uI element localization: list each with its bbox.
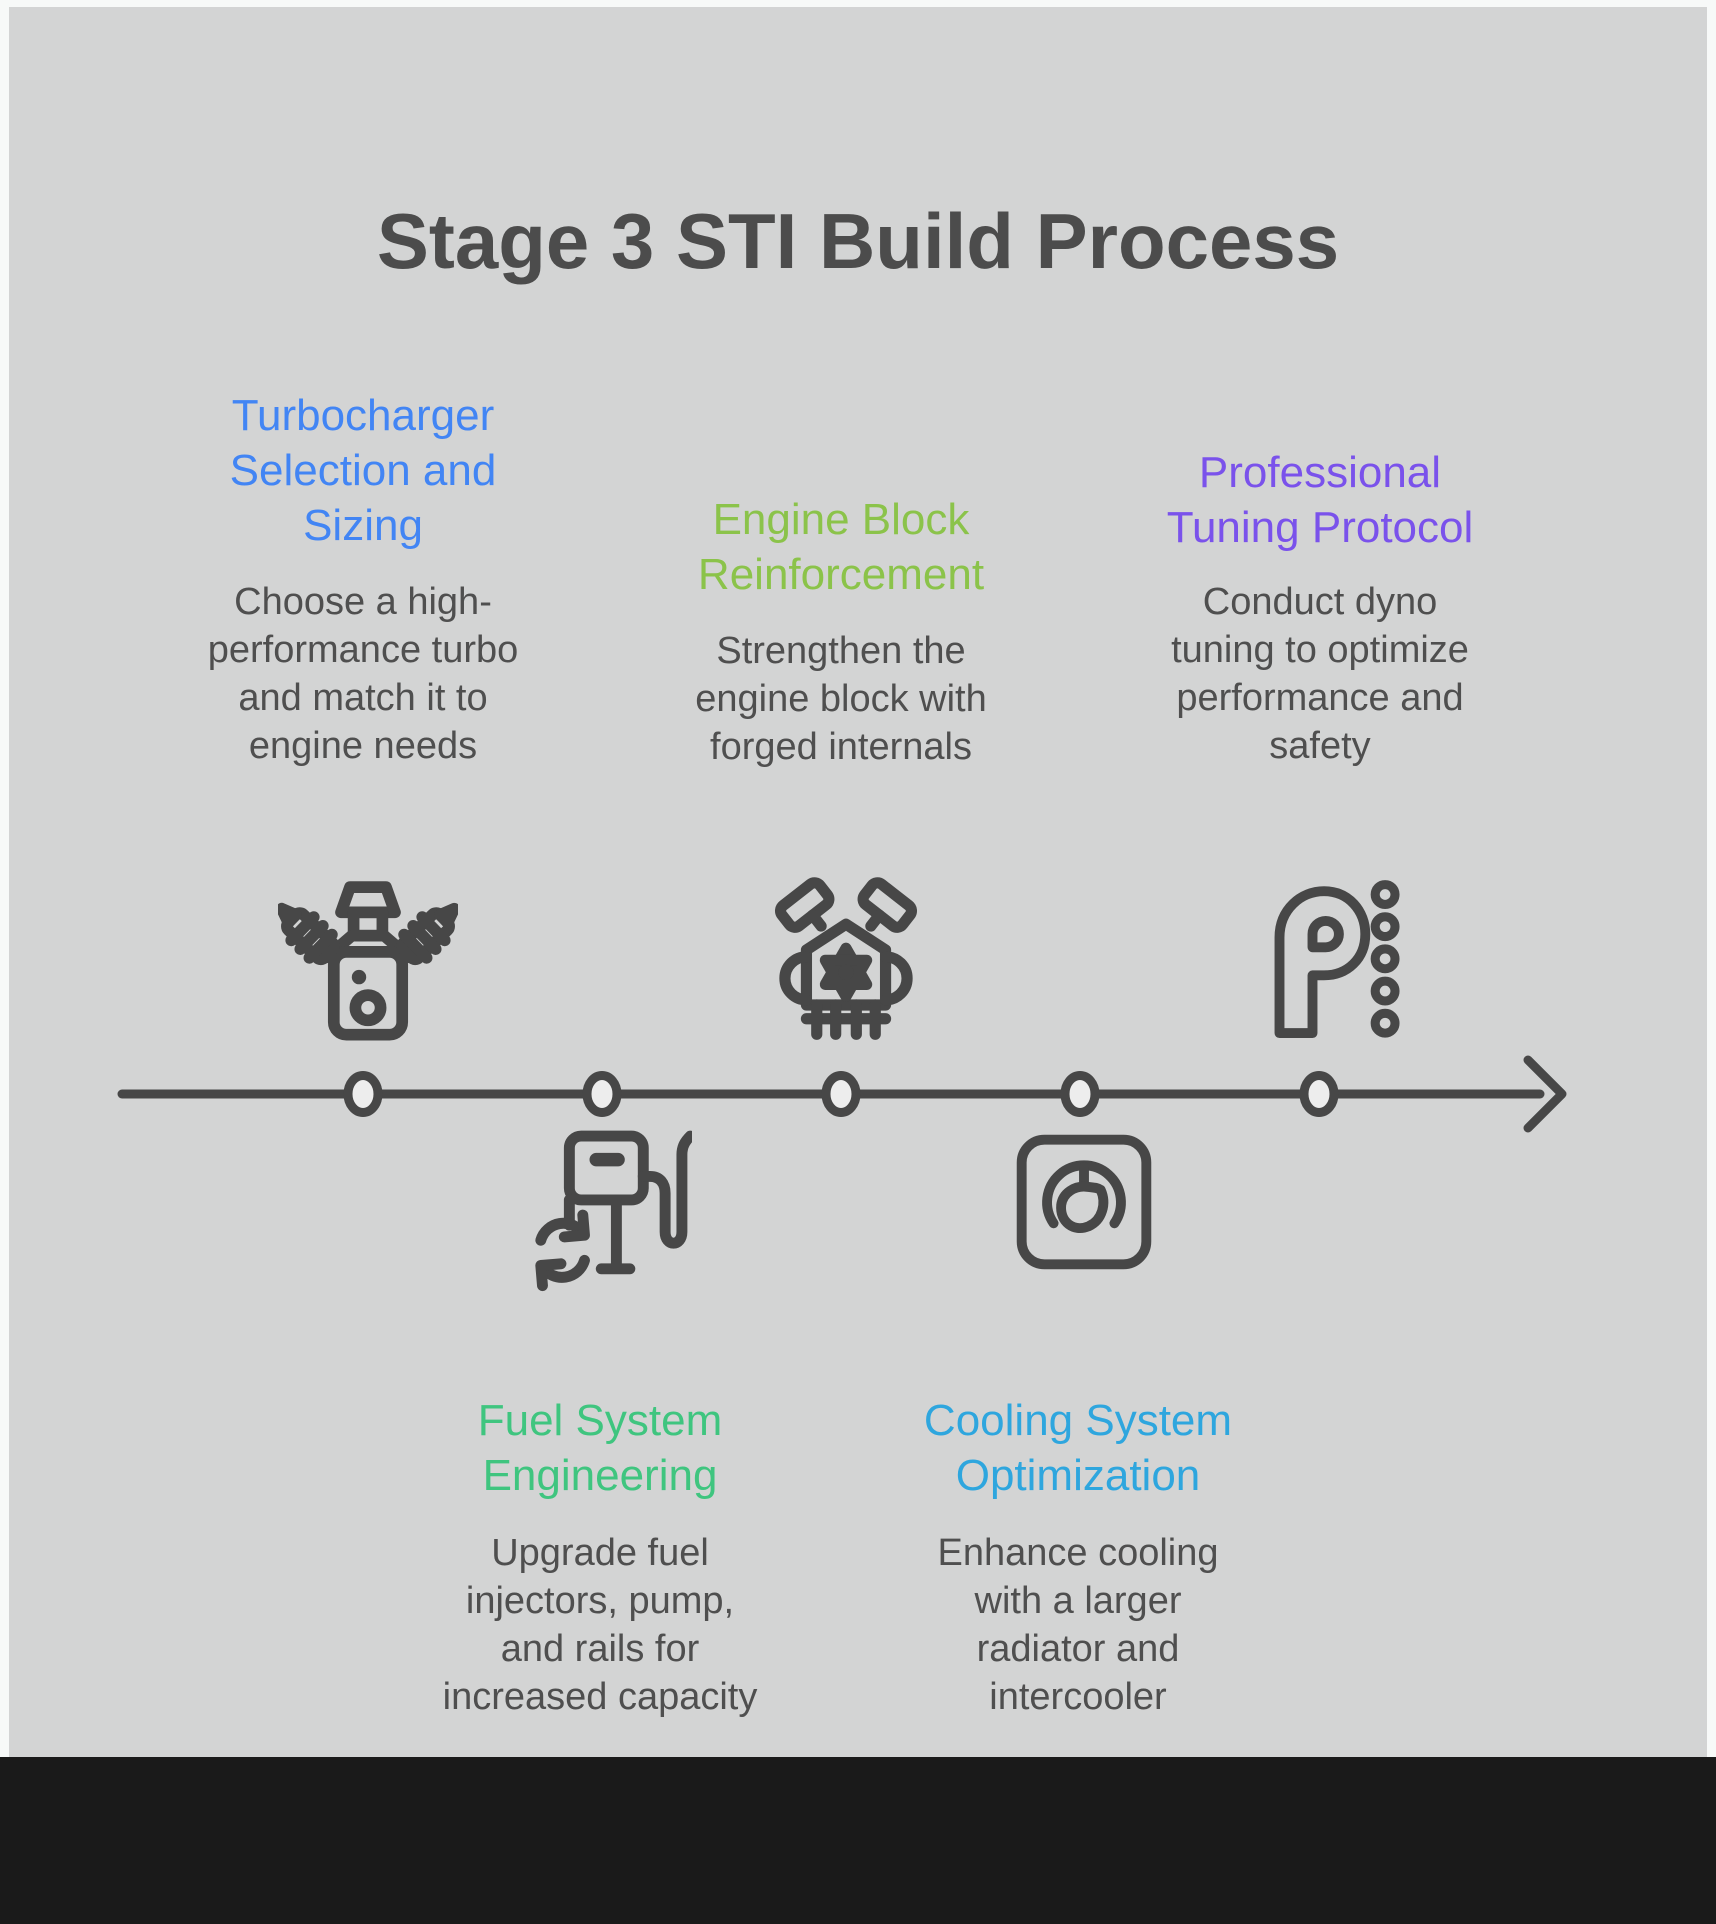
gauge-icon [1008, 1126, 1160, 1278]
timeline-nodes [343, 1071, 1339, 1117]
tuning-p-dots-icon [1258, 878, 1400, 1043]
timeline-arrow [117, 1055, 1567, 1133]
engine-spark-plugs-icon [278, 872, 458, 1057]
step-tuning-heading: Professional Tuning Protocol [1166, 448, 1474, 552]
background-panel [9, 7, 1707, 1757]
step-turbocharger-heading: Turbocharger Selection and Sizing [229, 391, 497, 550]
page-title: Stage 3 STI Build Process [376, 197, 1340, 285]
arrowhead-icon [1523, 1055, 1567, 1133]
step-fuel-system-heading: Fuel System Engineering [477, 1396, 723, 1500]
v-engine-block-icon [758, 876, 934, 1048]
step-engine-block-description: Strengthen the engine block with forged … [695, 630, 987, 768]
step-engine-block-heading: Engine Block Reinforcement [697, 495, 985, 599]
step-cooling-system-heading: Cooling System Optimization [923, 1396, 1233, 1500]
step-tuning-description: Conduct dyno tuning to optimize performa… [1171, 581, 1469, 767]
fuel-pump-refresh-icon [524, 1124, 692, 1296]
step-fuel-system-description: Upgrade fuel injectors, pump, and rails … [442, 1532, 758, 1718]
step-cooling-system-description: Enhance cooling with a larger radiator a… [937, 1532, 1219, 1718]
bottom-black-band [0, 1757, 1716, 1924]
step-turbocharger-description: Choose a high- performance turbo and mat… [207, 581, 519, 767]
